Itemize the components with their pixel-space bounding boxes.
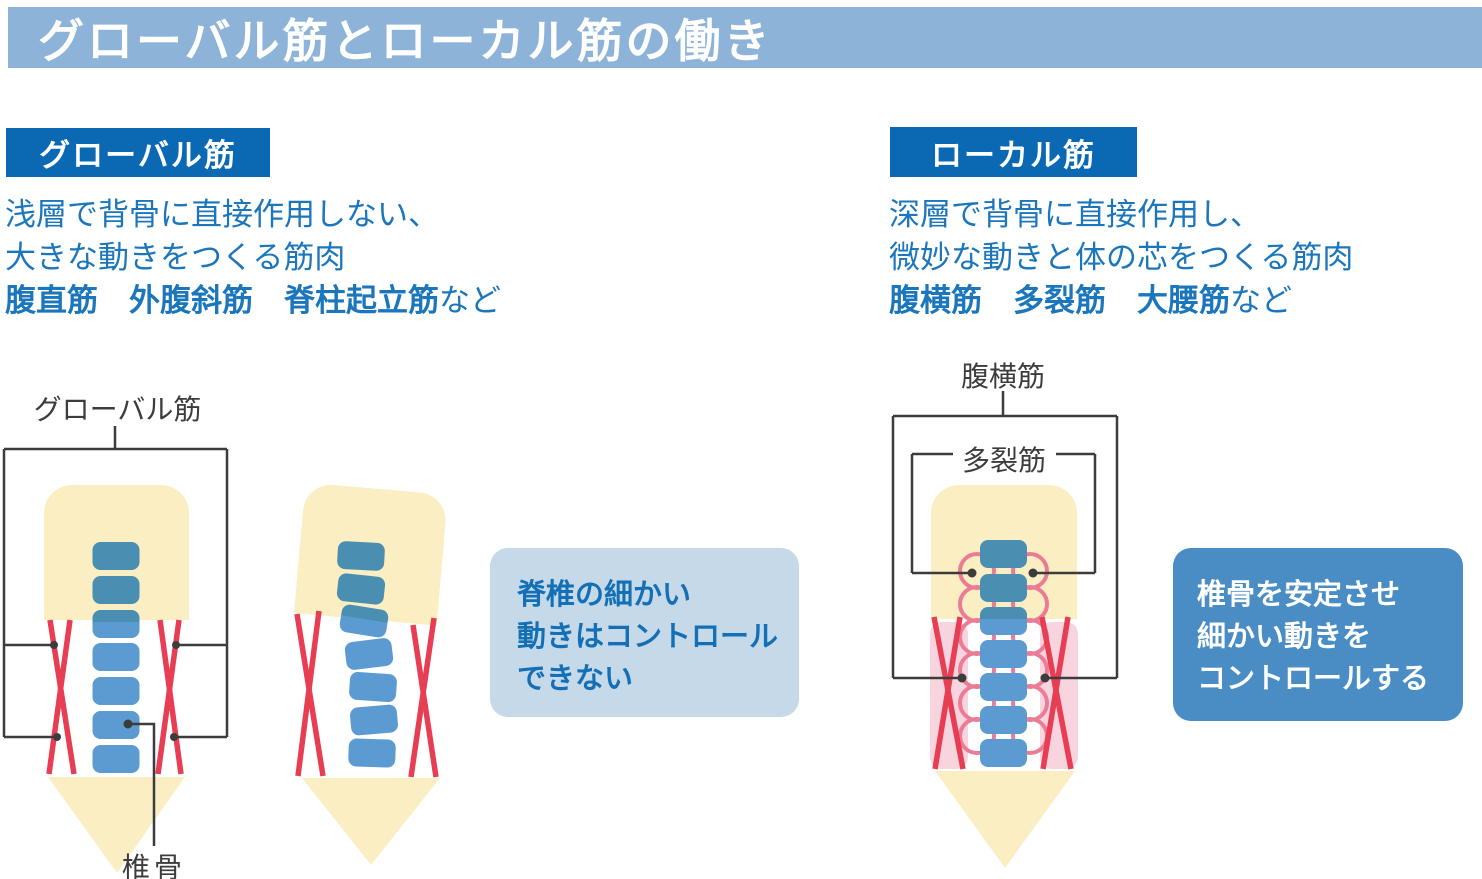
global-muscle-label: グローバル筋: [39, 138, 237, 174]
local-muscle-examples: 腹横筋 多裂筋 大腰筋など: [889, 280, 1353, 323]
tilted-spine-figure: [294, 484, 446, 865]
global-note-box: 脊椎の細かい 動きはコントロール できない: [490, 548, 799, 717]
vertebra: [92, 711, 140, 739]
global-desc-line1: 浅層で背骨に直接作用しない、: [5, 197, 439, 233]
vertebra: [92, 610, 140, 638]
local-desc-line1: 深層で背骨に直接作用し、: [889, 197, 1261, 233]
vertebrae-column: [980, 540, 1027, 767]
vertebra: [337, 541, 385, 571]
global-muscle-names: 腹直筋 外腹斜筋 脊柱起立筋: [5, 283, 439, 319]
local-muscle-suffix: など: [1230, 283, 1292, 319]
vertebra: [339, 604, 389, 638]
pelvis-triangle: [935, 771, 1075, 868]
header-bar: グローバル筋とローカル筋の働き: [8, 7, 1482, 68]
local-muscle-x-left: [931, 616, 966, 770]
vertebra: [980, 706, 1027, 734]
page-title: グローバル筋とローカル筋の働き: [38, 13, 773, 68]
global-description: 浅層で背骨に直接作用しない、 大きな動きをつくる筋肉 腹直筋 外腹斜筋 脊柱起立…: [5, 194, 501, 323]
local-desc-line2: 微妙な動きと体の芯をつくる筋肉: [889, 240, 1354, 276]
vertebra: [349, 671, 397, 703]
global-note-text: 脊椎の細かい 動きはコントロール できない: [517, 577, 779, 695]
global-muscle-label-box: グローバル筋: [6, 128, 270, 177]
local-muscle-label: ローカル筋: [931, 137, 1096, 174]
vertebra: [350, 704, 398, 736]
vertebra: [980, 640, 1027, 668]
local-muscle-names: 腹横筋 多裂筋 大腰筋: [889, 283, 1230, 319]
pelvis-triangle: [48, 777, 185, 873]
vertebra: [336, 573, 386, 605]
vertebra-label: 椎骨: [121, 851, 186, 879]
local-note-text: 椎骨を安定させ 細かい動きを コントロールする: [1197, 577, 1430, 695]
multifidus-label: 多裂筋: [961, 444, 1046, 477]
vertebra: [92, 542, 140, 570]
vertebra: [980, 607, 1027, 635]
vertebra: [348, 738, 396, 768]
vertebra: [92, 576, 140, 604]
upright-spine-figure: [2, 426, 229, 873]
local-description: 深層で背骨に直接作用し、 微妙な動きと体の芯をつくる筋肉 腹横筋 多裂筋 大腰筋…: [889, 194, 1353, 323]
vertebra-callout: [123, 719, 156, 846]
global-figure-label: グローバル筋: [33, 393, 202, 426]
global-muscle-suffix: など: [439, 283, 501, 319]
vertebrae-column: [92, 542, 140, 773]
multifidus-bracket: [910, 452, 1097, 578]
vertebra: [92, 643, 140, 671]
vertebrae-column-wobbly: [336, 541, 398, 768]
vertebra: [980, 739, 1027, 767]
local-muscle-label-box: ローカル筋: [890, 127, 1137, 177]
global-muscle-examples: 腹直筋 外腹斜筋 脊柱起立筋など: [5, 280, 501, 323]
transverse-abdominis-label: 腹横筋: [960, 360, 1045, 393]
local-spine-figure: [891, 391, 1119, 868]
pelvis-triangle: [302, 778, 440, 865]
vertebra: [92, 677, 140, 705]
transverse-bracket: [891, 391, 1119, 683]
global-muscle-x-right: [408, 617, 439, 778]
global-muscle-x-left: [294, 610, 326, 777]
global-desc-line2: 大きな動きをつくる筋肉: [5, 240, 346, 276]
vertebra: [980, 673, 1027, 701]
vertebra: [92, 745, 140, 773]
local-muscle-x-right: [1039, 616, 1074, 770]
vertebra: [344, 638, 394, 670]
global-figure-bracket: [2, 426, 229, 741]
local-note-box: 椎骨を安定させ 細かい動きを コントロールする: [1173, 548, 1463, 721]
vertebra: [980, 574, 1027, 602]
vertebra: [980, 540, 1027, 568]
